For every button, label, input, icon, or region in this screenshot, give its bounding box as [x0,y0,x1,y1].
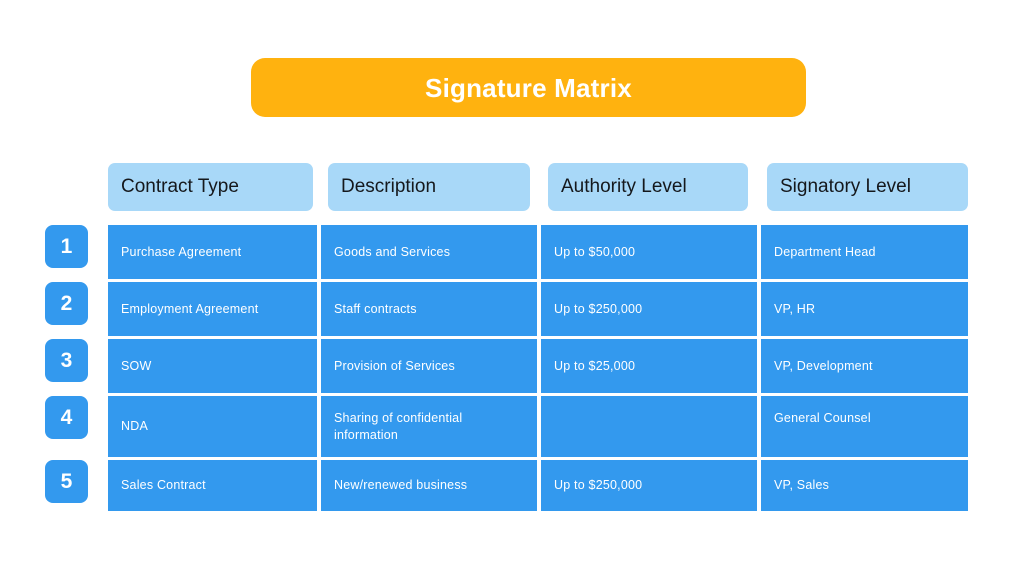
column-header-authority-level: Authority Level [548,163,748,211]
row-number-badge: 2 [45,282,88,325]
row-number-column: 1 2 3 4 5 [45,225,89,511]
cell-contract-type: Sales Contract [108,460,317,511]
cell-authority-level: Up to $25,000 [541,339,757,393]
cell-text: Goods and Services [334,244,451,259]
column-header-label: Signatory Level [780,175,911,197]
cell-text: VP, Sales [774,478,830,493]
cell-contract-type: Employment Agreement [108,282,317,336]
cell-description: Provision of Services [321,339,537,393]
row-number-label: 1 [60,235,73,258]
cell-text: SOW [121,358,152,373]
cell-contract-type: SOW [108,339,317,393]
row-number-badge: 1 [45,225,88,268]
cell-text: Up to $250,000 [554,301,643,316]
cell-authority-level [541,396,757,457]
cell-text: Staff contracts [334,301,417,316]
cell-text: Up to $250,000 [554,478,643,493]
cell-authority-level: Up to $50,000 [541,225,757,279]
cell-text: Department Head [774,244,876,259]
cell-text: Up to $25,000 [554,358,636,373]
row-number-label: 2 [60,292,73,315]
column-header-contract-type: Contract Type [108,163,313,211]
table-row: SOW Provision of Services Up to $25,000 … [108,339,968,393]
cell-signatory-level: General Counsel [761,396,968,457]
cell-text: NDA [121,419,148,434]
cell-text: Employment Agreement [121,301,259,316]
cell-description: Goods and Services [321,225,537,279]
cell-signatory-level: VP, Sales [761,460,968,511]
row-number-badge: 3 [45,339,88,382]
row-number-label: 4 [60,406,73,429]
cell-signatory-level: Department Head [761,225,968,279]
table-body: Purchase Agreement Goods and Services Up… [108,225,968,511]
table-row: Sales Contract New/renewed business Up t… [108,460,968,511]
column-header-label: Contract Type [121,175,239,197]
table-row: Purchase Agreement Goods and Services Up… [108,225,968,279]
cell-text: New/renewed business [334,478,468,493]
cell-text: Purchase Agreement [121,244,242,259]
cell-signatory-level: VP, HR [761,282,968,336]
cell-description: Staff contracts [321,282,537,336]
cell-text: Up to $50,000 [554,244,636,259]
cell-text: Sales Contract [121,478,206,493]
cell-contract-type: NDA [108,396,317,457]
table-row: NDA Sharing of confidential information … [108,396,968,457]
cell-text: VP, HR [774,301,816,316]
cell-description: New/renewed business [321,460,537,511]
table-row: Employment Agreement Staff contracts Up … [108,282,968,336]
cell-text: Sharing of confidential information [334,411,463,442]
cell-contract-type: Purchase Agreement [108,225,317,279]
table-header-row: Contract Type Description Authority Leve… [108,163,968,211]
column-header-label: Description [341,175,437,197]
cell-description: Sharing of confidential information [321,396,537,457]
row-number-badge: 5 [45,460,88,503]
column-header-signatory-level: Signatory Level [767,163,968,211]
cell-text: VP, Development [774,358,873,373]
cell-authority-level: Up to $250,000 [541,282,757,336]
title-banner: Signature Matrix [251,58,806,117]
cell-authority-level: Up to $250,000 [541,460,757,511]
cell-text: Provision of Services [334,358,455,373]
cell-signatory-level: VP, Development [761,339,968,393]
column-header-label: Authority Level [561,175,687,197]
column-header-description: Description [328,163,530,211]
page-title: Signature Matrix [425,72,632,103]
row-number-badge: 4 [45,396,88,439]
cell-text: General Counsel [774,411,871,425]
row-number-label: 3 [60,349,73,372]
row-number-label: 5 [60,470,73,493]
